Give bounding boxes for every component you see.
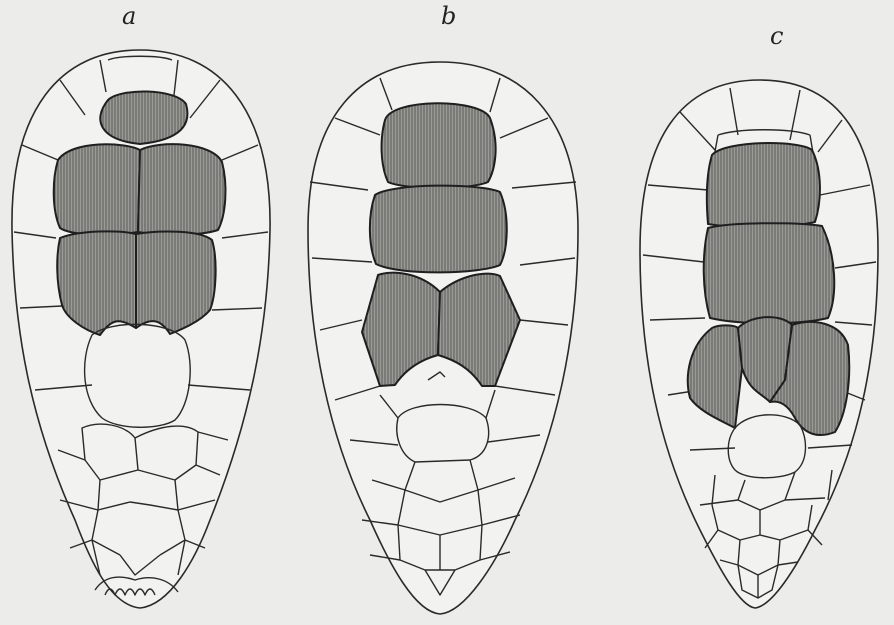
panel-c [640,80,878,608]
panel-label-c: c [770,22,783,50]
panel-a-cell-mid-right [138,144,225,235]
panel-label-a: a [122,2,136,30]
panel-a [12,50,270,608]
panel-b [308,62,578,614]
panel-b-cell-top [382,103,496,188]
panel-c-cell-mid [704,223,835,323]
panel-c-cell-top [707,143,820,227]
panel-label-b: b [441,2,456,30]
panel-b-cell-mid [370,186,507,273]
panel-a-cell-mid-left [54,144,140,234]
